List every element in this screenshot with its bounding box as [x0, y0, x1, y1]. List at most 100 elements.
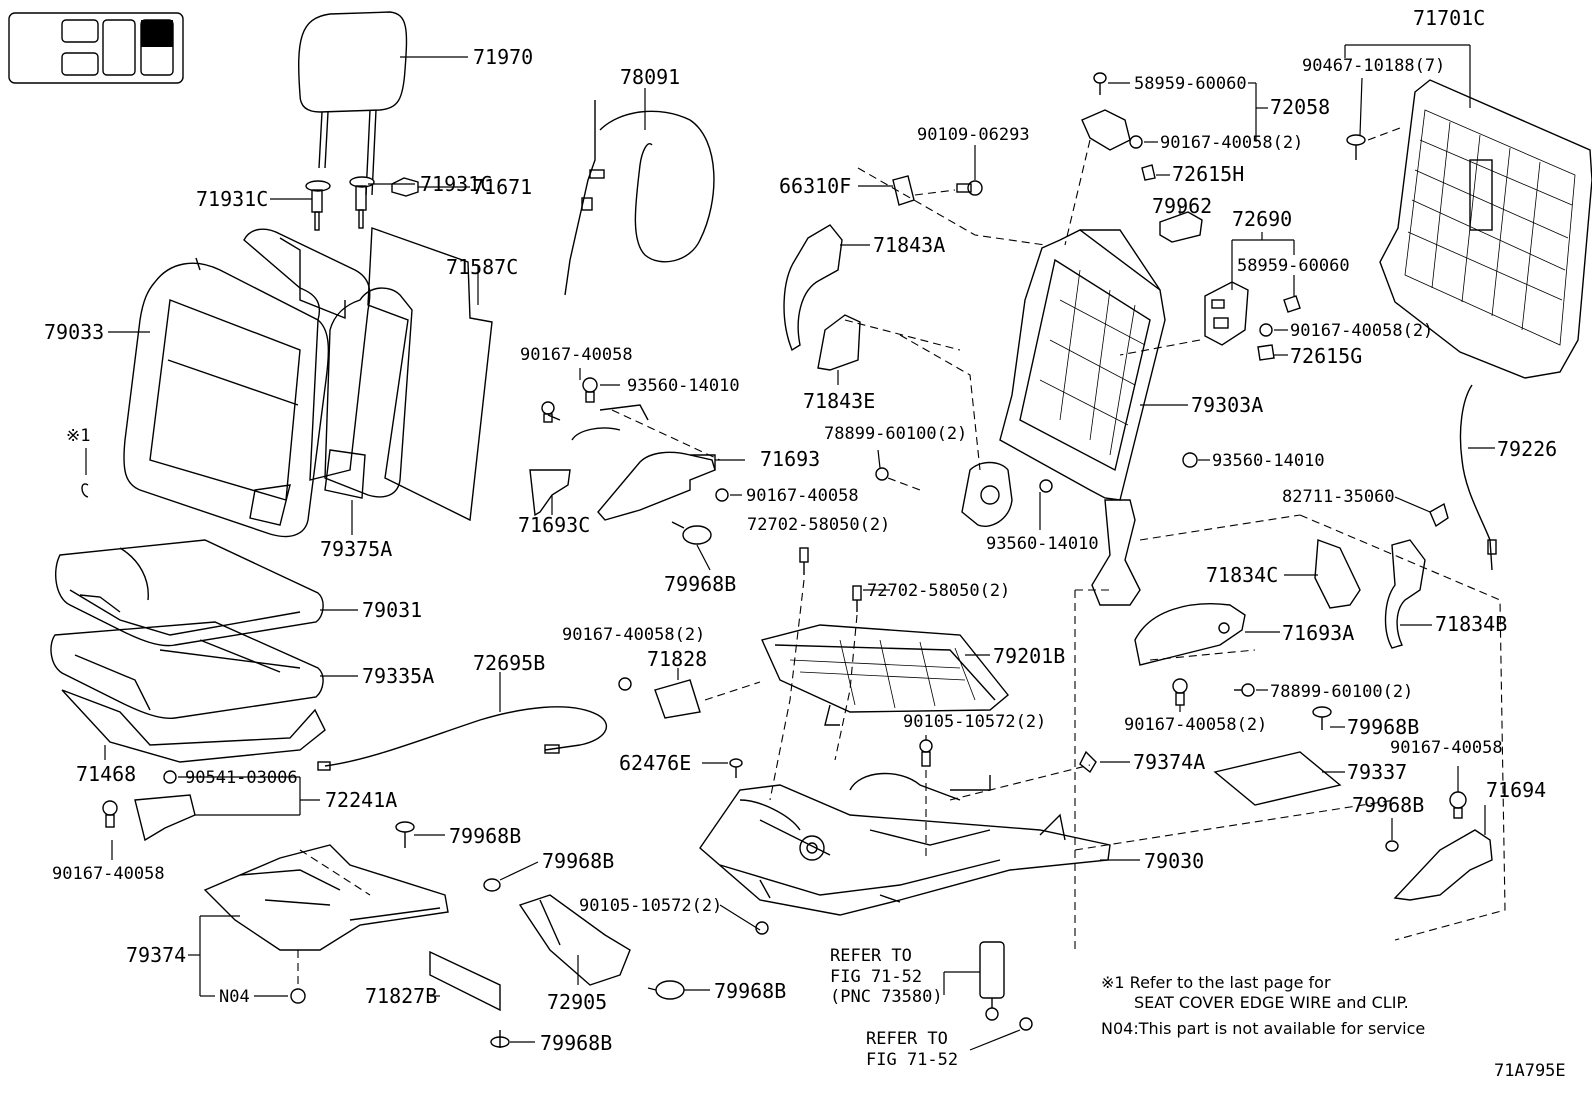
part-label-71827b[interactable]: 71827B: [365, 984, 437, 1008]
part-label-71843a[interactable]: 71843A: [873, 233, 945, 257]
part-label-79030[interactable]: 79030: [1144, 849, 1204, 873]
part-label-79337[interactable]: 79337: [1347, 760, 1407, 784]
part-label-62476e[interactable]: 62476E: [619, 751, 691, 775]
bolt-icon: [582, 377, 598, 403]
part-label-79968b[interactable]: 79968B: [542, 849, 614, 873]
recliner-drawing: [961, 461, 1013, 527]
part-label-90167-40058-2[interactable]: 90167-40058(2): [562, 625, 705, 645]
part-label-71828[interactable]: 71828: [647, 647, 707, 671]
seat-cushion-cover-drawing: [54, 539, 324, 647]
part-label-90167-40058-2[interactable]: 90167-40058(2): [1124, 715, 1267, 735]
hinge-cover-drawing: [1384, 539, 1426, 649]
part-label-90167-40058-2[interactable]: 90167-40058(2): [1290, 321, 1433, 341]
part-label-71694[interactable]: 71694: [1486, 778, 1546, 802]
part-label-93560-14010[interactable]: 93560-14010: [1212, 451, 1325, 471]
bolt-icon: [618, 677, 632, 691]
part-label-71468[interactable]: 71468: [76, 762, 136, 786]
part-label-71931c[interactable]: 71931C: [196, 187, 268, 211]
part-label-90167-40058-2[interactable]: 90167-40058(2): [1160, 133, 1303, 153]
clip-icon: [1257, 344, 1275, 361]
part-label-79033[interactable]: 79033: [44, 320, 104, 344]
part-label-n04[interactable]: N04: [219, 987, 250, 1007]
headrest-drawing: [298, 11, 408, 196]
part-label-79335a[interactable]: 79335A: [362, 664, 434, 688]
part-label-71587c[interactable]: 71587C: [446, 255, 518, 279]
part-label-72695b[interactable]: 72695B: [473, 651, 545, 675]
part-label-58959-60060[interactable]: 58959-60060: [1237, 256, 1350, 276]
bolt-icon: [102, 800, 118, 828]
part-label-72905[interactable]: 72905: [547, 990, 607, 1014]
part-label-79226[interactable]: 79226: [1497, 437, 1557, 461]
part-label-71834b[interactable]: 71834B: [1435, 612, 1507, 636]
part-label-90167-40058[interactable]: 90167-40058: [1390, 738, 1503, 758]
seatback-pad-drawing: [243, 228, 413, 499]
part-label-90541-03006[interactable]: 90541-03006: [185, 768, 298, 788]
part-label-79968b[interactable]: 79968B: [449, 824, 521, 848]
part-label-79374[interactable]: 79374: [126, 943, 186, 967]
part-label-90167-40058[interactable]: 90167-40058: [52, 864, 165, 884]
bolt-icon: [852, 585, 862, 612]
part-label-90167-40058[interactable]: 90167-40058: [746, 486, 859, 506]
part-label-79968b[interactable]: 79968B: [714, 979, 786, 1003]
part-label-71834c[interactable]: 71834C: [1206, 563, 1278, 587]
part-label-79968b[interactable]: 79968B: [1347, 715, 1419, 739]
lock-cable-drawing: [317, 706, 608, 771]
lock-bracket-drawing: [654, 679, 701, 719]
part-label-72058[interactable]: 72058: [1270, 95, 1330, 119]
part-label-71931c[interactable]: 71931C: [420, 172, 492, 196]
part-label-71701c[interactable]: 71701C: [1413, 6, 1485, 30]
part-label-79968b[interactable]: 79968B: [540, 1031, 612, 1055]
part-label-71693[interactable]: 71693: [760, 447, 820, 471]
part-label-79201b[interactable]: 79201B: [993, 644, 1065, 668]
part-label-90167-40058[interactable]: 90167-40058: [520, 345, 633, 365]
part-label-79031[interactable]: 79031: [362, 598, 422, 622]
seat-adjuster-drawing: [699, 772, 1111, 916]
part-label-90105-10572[interactable]: 90105-10572(2): [579, 896, 722, 916]
part-label-93560-14010[interactable]: 93560-14010: [986, 534, 1099, 554]
hinge-cover-drawing: [597, 451, 716, 521]
part-label-90467-10188[interactable]: 90467-10188(7): [1302, 56, 1445, 76]
part-label-72690[interactable]: 72690: [1232, 207, 1292, 231]
part-label-71693a[interactable]: 71693A: [1282, 621, 1354, 645]
part-label-90109-06293[interactable]: 90109-06293: [917, 125, 1030, 145]
part-label-79303a[interactable]: 79303A: [1191, 393, 1263, 417]
clip-icon: [1429, 502, 1449, 528]
refer-to-label[interactable]: REFER TO: [830, 946, 912, 966]
part-label-71843e[interactable]: 71843E: [803, 389, 875, 413]
refer-fig-label[interactable]: FIG 71-52: [830, 967, 922, 987]
part-label-71970[interactable]: 71970: [473, 45, 533, 69]
clip-icon: [290, 988, 306, 1004]
part-label-79375a[interactable]: 79375A: [320, 537, 392, 561]
part-label-79374a[interactable]: 79374A: [1133, 750, 1205, 774]
refer-to-label[interactable]: REFER TO: [866, 1029, 948, 1049]
seat-belt-buckle-drawing: [979, 941, 1005, 1021]
part-label-71671[interactable]: 71671: [472, 175, 532, 199]
part-label-79962[interactable]: 79962: [1152, 194, 1212, 218]
part-label-72702-58050[interactable]: 72702-58050(2): [747, 515, 890, 535]
part-label-78899-60100[interactable]: 78899-60100(2): [1270, 682, 1413, 702]
part-label-72702-58050[interactable]: 72702-58050(2): [867, 581, 1010, 601]
part-label-90105-10572[interactable]: 90105-10572(2): [903, 712, 1046, 732]
part-label-82711-35060[interactable]: 82711-35060: [1282, 487, 1395, 507]
bolt-icon: [1019, 1017, 1033, 1031]
part-label-72615h[interactable]: 72615H: [1172, 162, 1244, 186]
part-label-93560-14010[interactable]: 93560-14010: [627, 376, 740, 396]
part-label-72615g[interactable]: 72615G: [1290, 344, 1362, 368]
part-label-78091[interactable]: 78091: [620, 65, 680, 89]
part-label-79968b[interactable]: 79968B: [1352, 793, 1424, 817]
bolt-icon: [799, 547, 809, 575]
clip-icon: [1079, 750, 1097, 774]
part-label-66310f[interactable]: 66310F: [779, 174, 851, 198]
part-label-79968b[interactable]: 79968B: [664, 572, 736, 596]
part-label-71693c[interactable]: 71693C: [518, 513, 590, 537]
clip-icon: [395, 821, 415, 848]
clip-icon: [729, 758, 743, 778]
part-label-72241a[interactable]: 72241A: [325, 788, 397, 812]
cushion-sheet-drawing: [61, 689, 326, 763]
clip-icon: [1283, 295, 1301, 313]
part-label-78899-60100[interactable]: 78899-60100(2): [824, 424, 967, 444]
part-label-58959-60060[interactable]: 58959-60060: [1134, 74, 1247, 94]
seatback-pad-sheet-drawing: [367, 227, 493, 522]
refer-fig-label[interactable]: FIG 71-52: [866, 1050, 958, 1070]
